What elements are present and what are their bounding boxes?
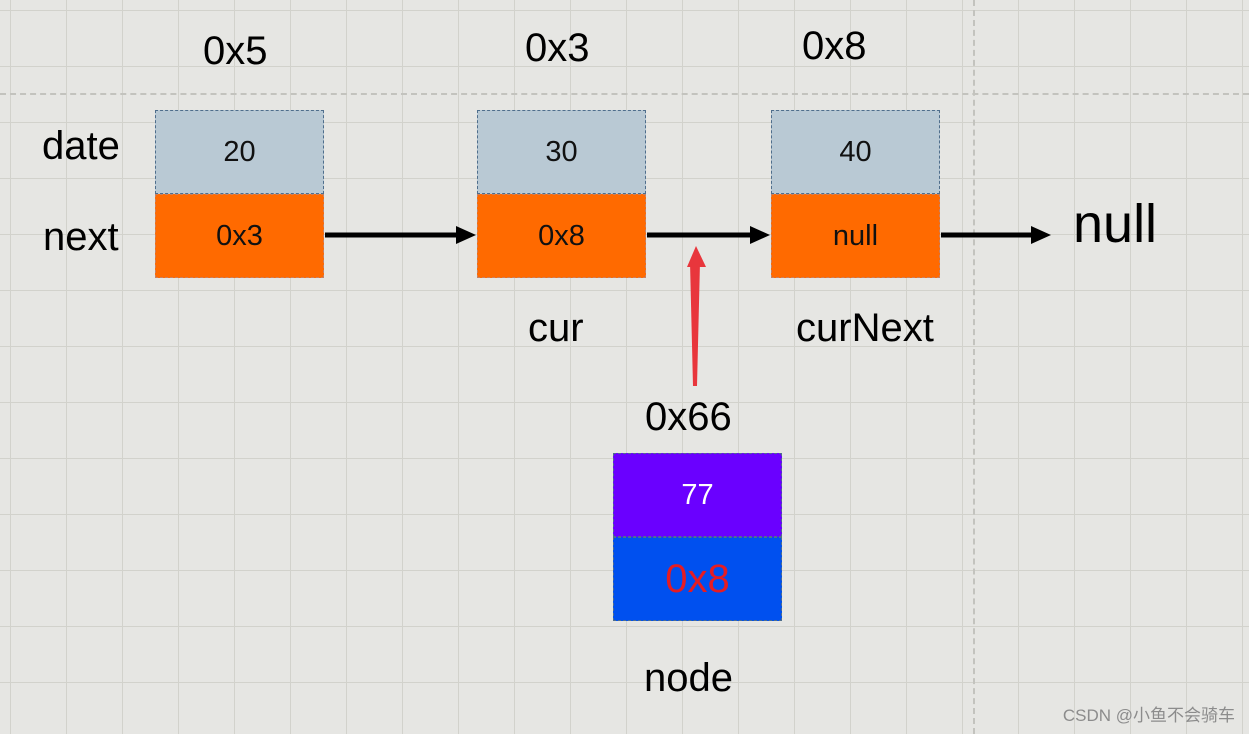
node3-data-cell: 40 — [771, 110, 940, 194]
row-label-next: next — [43, 215, 119, 259]
arrow-node1-to-node2 — [325, 226, 476, 244]
node1-next-cell: 0x3 — [155, 194, 324, 278]
arrow-node3-to-null — [941, 226, 1051, 244]
node2-data-cell: 30 — [477, 110, 646, 194]
new-node-data-cell: 77 — [613, 453, 782, 537]
curnext-pointer-label: curNext — [796, 306, 934, 350]
node1-address: 0x5 — [203, 29, 268, 73]
node2-next-cell: 0x8 — [477, 194, 646, 278]
horizontal-guide-line — [0, 93, 1249, 95]
cur-pointer-label: cur — [528, 306, 584, 350]
node3-next-cell: null — [771, 194, 940, 278]
arrow-node2-to-node3 — [647, 226, 770, 244]
node2-address: 0x3 — [525, 26, 590, 70]
node-pointer-label: node — [644, 656, 733, 700]
csdn-watermark: CSDN @小鱼不会骑车 — [1062, 706, 1235, 725]
insert-point-red-arrow — [687, 246, 706, 386]
terminal-null-label: null — [1073, 194, 1158, 254]
row-label-date: date — [42, 124, 120, 168]
vertical-guide-line — [973, 0, 975, 734]
new-node-next-cell: 0x8 — [613, 537, 782, 621]
new-node-address: 0x66 — [645, 395, 732, 439]
node1-data-cell: 20 — [155, 110, 324, 194]
node3-address: 0x8 — [802, 24, 867, 68]
